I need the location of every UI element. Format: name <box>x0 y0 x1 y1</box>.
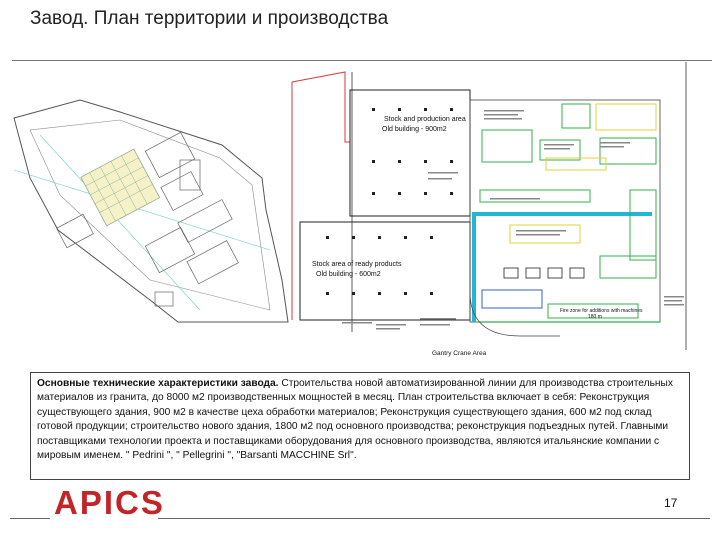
description-heading: Основные технические характеристики заво… <box>37 378 279 389</box>
footer-divider-right <box>158 518 710 519</box>
stock-production-label-2: Old building - 900m2 <box>382 126 447 133</box>
plant-description: Основные технические характеристики заво… <box>30 372 690 480</box>
firezone-label-1: Fire zone for additions with machines <box>560 308 643 314</box>
footer-divider-left <box>10 518 50 519</box>
apics-logo: APICS <box>54 484 165 521</box>
stock-ready-label-2: Old building - 600m2 <box>316 271 381 278</box>
stock-production-label-1: Stock and production area <box>384 116 466 123</box>
title-divider <box>12 60 712 61</box>
page-number: 17 <box>664 496 678 510</box>
gantry-crane-label: Gantry Crane Area <box>432 350 487 357</box>
slide-title: Завод. План территории и производства <box>30 8 389 29</box>
territory-plan <box>13 99 289 323</box>
description-text: Строительства новой автоматизированной л… <box>37 378 673 462</box>
firezone-label-2: 180 m <box>588 314 602 320</box>
stock-ready-label-1: Stock area of ready products <box>312 261 402 268</box>
site-plans: Stock and production area Old building -… <box>0 60 720 365</box>
production-plan: Stock and production area Old building -… <box>291 62 687 357</box>
